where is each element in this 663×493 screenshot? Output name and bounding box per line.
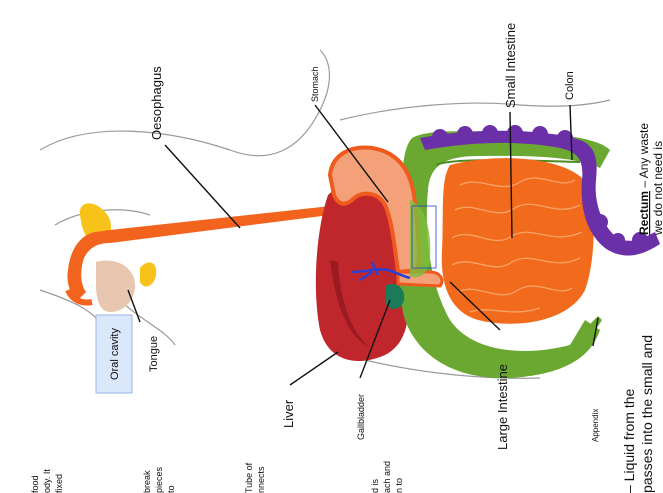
label-small-intestine: Small Intestine xyxy=(503,23,518,108)
svg-text:break: break xyxy=(142,470,152,493)
bottom-text-line-2: passes into the small and xyxy=(639,335,655,493)
svg-text:Tube of: Tube of xyxy=(244,462,254,493)
label-large-intestine: Large Intestine xyxy=(495,364,510,450)
label-appendix: Appendix xyxy=(591,409,600,442)
pancreas-shape xyxy=(410,200,430,277)
svg-text:n to: n to xyxy=(394,478,404,493)
svg-text:ody. It: ody. It xyxy=(42,469,52,493)
svg-text:pieces: pieces xyxy=(154,466,164,493)
label-stomach: Stomach xyxy=(310,66,320,102)
label-oesophagus: Oesophagus xyxy=(149,66,164,140)
label-oral-cavity: Oral cavity xyxy=(109,328,121,380)
rectum-title: Rectum xyxy=(637,191,651,235)
label-tongue: Tongue xyxy=(148,336,160,372)
bottom-text-line-1: – Liquid from the xyxy=(621,389,637,493)
label-gallbladder: Gallbladder xyxy=(356,394,366,440)
rectum-line-2: we do not need is xyxy=(651,141,663,236)
cropped-text-fragments: food ody. It fixed break pieces to Tube … xyxy=(30,461,404,493)
rectum-line-1: – Any waste xyxy=(637,123,651,191)
svg-text:food: food xyxy=(30,475,40,493)
rectum-description: Rectum – Any waste xyxy=(637,123,651,235)
svg-text:to: to xyxy=(166,485,176,493)
label-liver: Liver xyxy=(281,399,296,428)
tongue-shape xyxy=(96,261,135,312)
label-colon: Colon xyxy=(564,71,576,100)
salivary-gland-lower xyxy=(140,262,156,286)
small-intestine-shape xyxy=(442,158,594,324)
svg-text:d is: d is xyxy=(370,478,380,493)
svg-text:ach and: ach and xyxy=(382,461,392,493)
svg-text:fixed: fixed xyxy=(54,474,64,493)
svg-text:nnects: nnects xyxy=(256,466,266,493)
